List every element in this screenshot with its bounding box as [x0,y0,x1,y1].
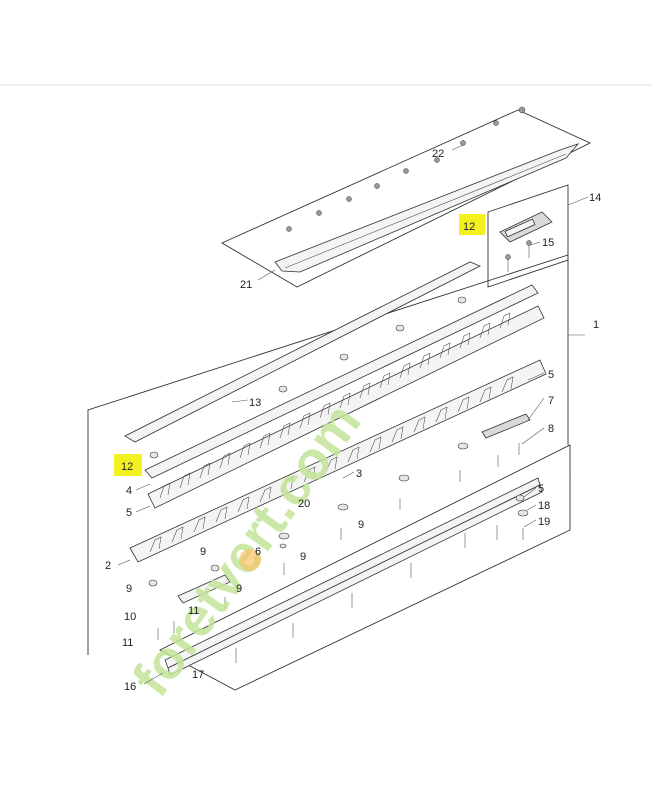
callout-19: 18 [538,500,550,512]
callout-9-far-left: 9 [126,583,132,595]
callout-9-center: 9 [300,551,306,563]
blade-3-teeth [159,312,511,499]
callout-5-top: 5 [548,369,554,381]
housing-screws [235,525,524,663]
hardware-washers [148,296,469,587]
callout-3: 5 [126,507,132,519]
callout-22: 22 [432,148,444,160]
callout-12-top: 12 [463,221,475,233]
cover-panel [221,106,592,288]
highlight-12-left [114,454,142,476]
callout-9-right: 9 [358,519,364,531]
callout-21: 21 [240,279,252,291]
callout-13: 13 [249,397,261,409]
callout-9-left: 9 [200,546,206,558]
callout-4: 4 [126,485,132,497]
callout-16: 16 [124,681,136,693]
callout-11-right: 11 [188,605,199,617]
watermark-dot [239,549,261,571]
callout-14: 14 [589,192,601,204]
guard-kit-panel [487,184,569,288]
highlight-12-top [459,214,485,235]
callout-11-left: 11 [122,637,133,649]
callout-20: 19 [538,516,550,528]
blade-2-teeth [149,376,514,553]
callout-8: 8 [548,423,554,435]
callout-1: 1 [593,319,599,331]
callout-7: 7 [548,395,554,407]
callout-5-low: 20 [298,498,310,510]
cover-screws [286,106,526,232]
callout-2: 2 [105,560,111,572]
callout-5-mid: 3 [356,468,362,480]
callout-6: 6 [255,546,261,558]
leader-lines [117,144,589,685]
callout-15: 15 [542,237,554,249]
blade-assembly-panel [87,254,585,655]
callout-18: 5 [538,483,544,495]
callout-12-left: 12 [121,461,133,473]
callout-10: 10 [124,611,136,623]
callout-17: 17 [192,669,204,681]
callout-labels: 22 21 12 14 15 1 13 5 7 8 12 4 5 3 5 18 … [105,148,601,693]
gear-housing-panel [159,444,571,691]
callout-9-lower: 9 [236,583,242,595]
hardware-screws [157,443,520,640]
